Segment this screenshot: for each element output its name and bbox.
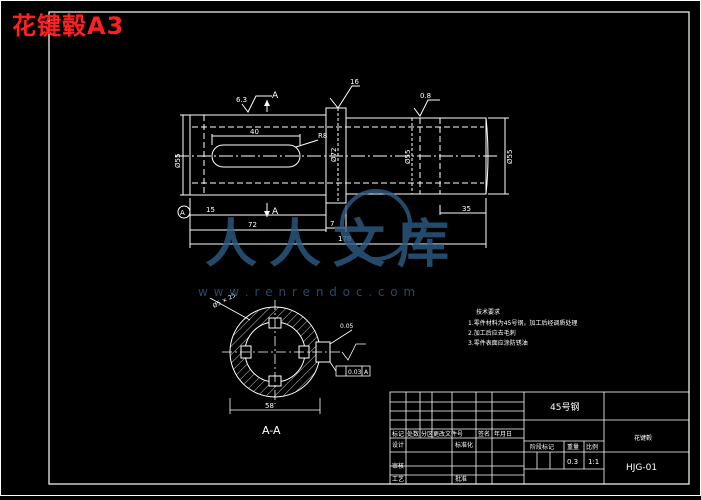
label-approve: 批准: [455, 475, 467, 483]
dim-dia-right: Ø55: [506, 150, 514, 164]
drawing-frame: [48, 11, 690, 485]
label-weight: 重量: [567, 443, 579, 451]
dim-step: 7: [330, 220, 334, 228]
drawing-number: HJG-01: [626, 463, 657, 473]
dim-slot-length: 40: [250, 128, 259, 136]
tolerance-value: 0.03: [348, 369, 362, 376]
rough-right-value: 0.8: [420, 92, 431, 100]
section-caption: A-A: [262, 424, 281, 437]
rough-left-value: 6.3: [236, 96, 247, 104]
sec-chamfer: 0.05: [340, 323, 354, 330]
label-standardize: 标准化: [455, 441, 473, 449]
dim-offset-left: 15: [206, 206, 215, 214]
rough-top-value: 16: [350, 78, 359, 86]
hdr-date: 年月日: [494, 430, 512, 438]
dim-dia-right-inner: Ø55: [404, 150, 412, 164]
hdr-sign: 签名: [478, 430, 490, 438]
section-mark-top: A: [272, 91, 279, 101]
dim-offset-right: 35: [462, 205, 471, 213]
tolerance-datum: A: [364, 369, 369, 376]
drawing-title: 花键毂A3: [12, 12, 125, 40]
datum-letter: A: [180, 209, 185, 217]
material-value: 45号钢: [550, 401, 579, 413]
dim-radius: R8: [318, 132, 327, 140]
label-design: 设计: [392, 441, 404, 449]
hdr-change-doc: 更改文件号: [433, 430, 463, 438]
section-mark-bottom: A: [272, 207, 279, 217]
hdr-mark: 标记: [392, 430, 404, 438]
watermark-logo-ring: [340, 189, 412, 261]
watermark: 人人文库 w w w . r e n r e n d o c . c o m: [198, 189, 461, 299]
roughness-top: [329, 85, 360, 109]
dim-left-length: 72: [248, 221, 257, 229]
note-2: 2.加工后应去毛刺: [468, 329, 516, 337]
note-3: 3.零件表面应涂防锈油: [468, 339, 528, 347]
keyway-slot: [211, 144, 301, 168]
label-process: 工艺: [392, 475, 404, 483]
notes-title: 技术要求: [476, 308, 500, 316]
main-view: [175, 85, 509, 248]
part-name: 花键毂: [634, 434, 652, 442]
dim-dia-mid: Ø72: [330, 148, 338, 162]
title-block: [389, 391, 690, 485]
technical-notes: 技术要求 1.零件材料为45号钢，加工后经调质处理 2.加工后应去毛刺 3.零件…: [468, 308, 577, 347]
weight-value: 0.3: [567, 458, 578, 466]
hdr-zone: 分区: [421, 430, 433, 438]
roughness-right: [413, 99, 440, 117]
note-1: 1.零件材料为45号钢，加工后经调质处理: [468, 319, 577, 327]
roughness-left: [241, 95, 272, 113]
scale-value: 1:1: [588, 458, 599, 466]
watermark-text: 人人文库: [205, 215, 461, 275]
sec-dim-dia: 58: [265, 402, 274, 410]
label-scale: 比例: [586, 443, 598, 451]
hdr-count: 处数: [407, 430, 419, 438]
dim-dia-left: Ø55: [174, 154, 182, 168]
label-stage-mark: 阶段标记: [530, 443, 554, 451]
label-review: 审核: [392, 462, 404, 470]
section-view: Ø5 × 25 58 0.05 0.03 A A-A: [209, 292, 371, 437]
watermark-url: w w w . r e n r e n d o c . c o m: [198, 285, 416, 299]
section-arrows: [264, 100, 270, 217]
